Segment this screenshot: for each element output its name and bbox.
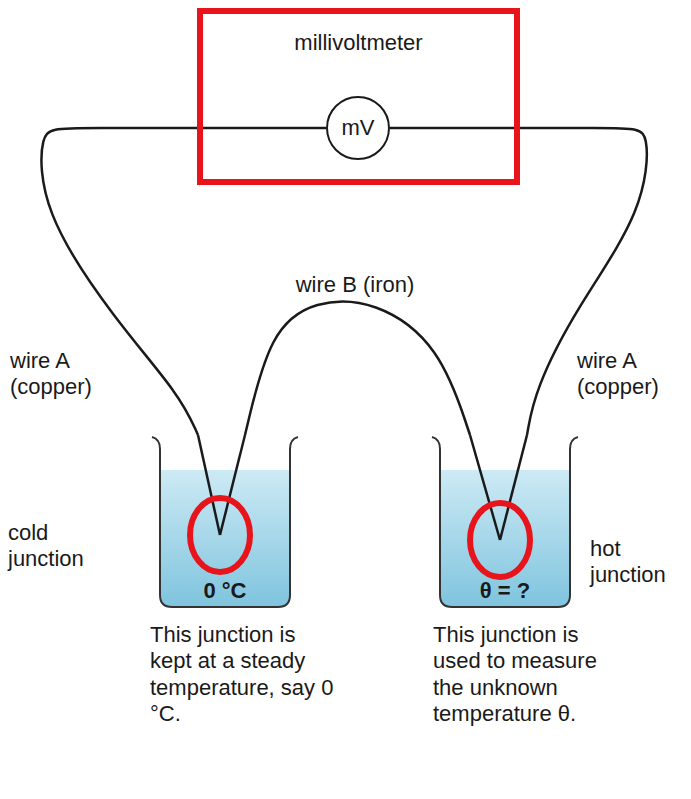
temperature-text: θ = ? [480, 578, 530, 604]
highlight-ring [470, 503, 530, 577]
meter-symbol-text: mV [342, 115, 375, 141]
meter-frame: millivoltmeter mV [197, 8, 520, 185]
caption-note: This junction is kept at a steady temper… [150, 622, 335, 728]
water [160, 470, 290, 607]
cold-beaker: 0 °C [150, 435, 300, 610]
junction-wire [220, 435, 245, 535]
hot-beaker: θ = ? [430, 435, 580, 610]
wire-label: wire B (iron) [270, 272, 440, 298]
wire [245, 302, 470, 435]
beaker-outline [152, 437, 298, 607]
junction-label: cold junction [8, 520, 108, 573]
temperature-text: 0 °C [203, 578, 246, 604]
device-name: millivoltmeter [294, 30, 422, 56]
caption-note: This junction is used to measure the unk… [433, 622, 623, 728]
junction-wire [500, 435, 527, 540]
wire-label: wire A (copper) [8, 348, 108, 401]
water [440, 470, 570, 607]
highlight-ring [190, 498, 250, 572]
junction-label: hot junction [590, 536, 686, 589]
junction-wire [198, 435, 220, 535]
wire-label: wire A (copper) [575, 348, 683, 401]
meter-symbol: mV [326, 96, 390, 160]
